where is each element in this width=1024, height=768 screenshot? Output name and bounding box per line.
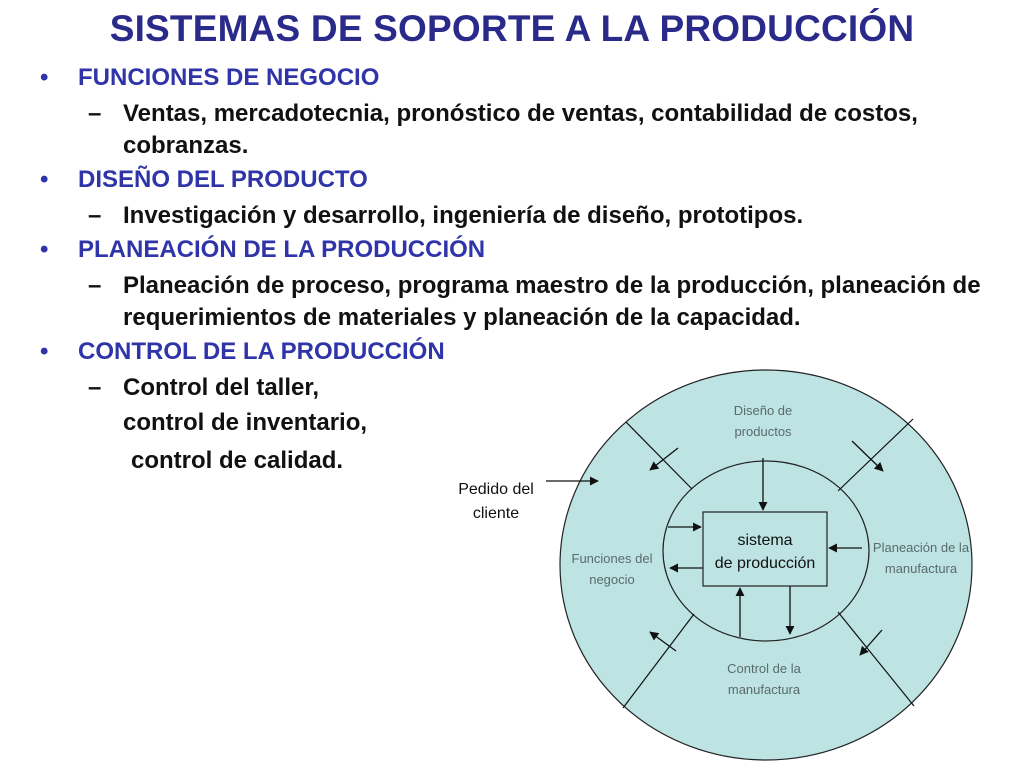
bullet-heading: FUNCIONES DE NEGOCIO <box>78 64 380 91</box>
dash-marker: – <box>88 202 102 229</box>
sub-bullet-text: Planeación de proceso, programa maestro … <box>123 272 981 331</box>
top-label: Diseño de <box>734 403 793 418</box>
arrow-top-right <box>851 440 884 472</box>
right-label: Planeación de la <box>873 540 970 555</box>
connector-bottom-left <box>622 613 695 709</box>
bottom-label: Control de la <box>727 661 801 676</box>
left-label: Funciones del <box>572 551 653 566</box>
sub-bullet-production-planning: – Planeación de proceso, programa maestr… <box>38 270 988 334</box>
sub-bullet-text: Ventas, mercadotecnia, pronóstico de ven… <box>123 100 918 159</box>
connector-bottom-right <box>837 611 915 707</box>
bullet-heading: CONTROL DE LA PRODUCCIÓN <box>78 338 445 365</box>
arrow-bottom-right <box>859 629 883 656</box>
arrow-top-left <box>649 447 679 471</box>
bullet-business-functions: • FUNCIONES DE NEGOCIO <box>38 62 988 94</box>
right-label: manufactura <box>885 561 958 576</box>
sub-bullet-text: Investigación y desarrollo, ingeniería d… <box>123 202 804 229</box>
production-system-box <box>702 511 828 587</box>
bullet-heading: PLANEACIÓN DE LA PRODUCCIÓN <box>78 236 486 263</box>
continuation-line: control de calidad. <box>131 447 344 474</box>
slide-title: SISTEMAS DE SOPORTE A LA PRODUCCIÓN <box>109 8 915 49</box>
external-label: cliente <box>473 505 519 522</box>
bullet-marker: • <box>40 338 49 365</box>
dash-marker: – <box>88 100 102 127</box>
bullet-production-planning: • PLANEACIÓN DE LA PRODUCCIÓN <box>38 234 988 266</box>
bullet-heading: DISEÑO DEL PRODUCTO <box>78 166 368 193</box>
bullet-marker: • <box>40 236 49 263</box>
bullet-product-design: • DISEÑO DEL PRODUCTO <box>38 164 988 196</box>
sub-bullet-production-control: – Control del taller, <box>38 372 988 404</box>
bottom-label: manufactura <box>728 682 801 697</box>
top-label: productos <box>734 424 792 439</box>
bullet-list: • FUNCIONES DE NEGOCIO – Ventas, mercado… <box>38 60 988 480</box>
connector-top-right <box>837 418 914 492</box>
sub-bullet-business-functions: – Ventas, mercadotecnia, pronóstico de v… <box>38 98 988 162</box>
production-system-diagram: sistema de producción Diseño de producto… <box>458 369 973 761</box>
sub-bullet-text: Control del taller, <box>123 374 320 401</box>
arrow-bottom-left <box>649 631 677 652</box>
center-label: sistema <box>737 532 792 549</box>
sub-bullet-product-design: – Investigación y desarrollo, ingeniería… <box>38 200 988 232</box>
external-label: Pedido del <box>458 481 534 498</box>
left-label: negocio <box>589 572 635 587</box>
bullet-marker: • <box>40 166 49 193</box>
dash-marker: – <box>88 272 102 299</box>
bullet-production-control: • CONTROL DE LA PRODUCCIÓN <box>38 336 988 368</box>
connector-top-left <box>625 421 693 490</box>
center-label: de producción <box>715 555 816 572</box>
continuation-line: control de inventario, <box>123 409 368 436</box>
bullet-marker: • <box>40 64 49 91</box>
dash-marker: – <box>88 374 102 401</box>
